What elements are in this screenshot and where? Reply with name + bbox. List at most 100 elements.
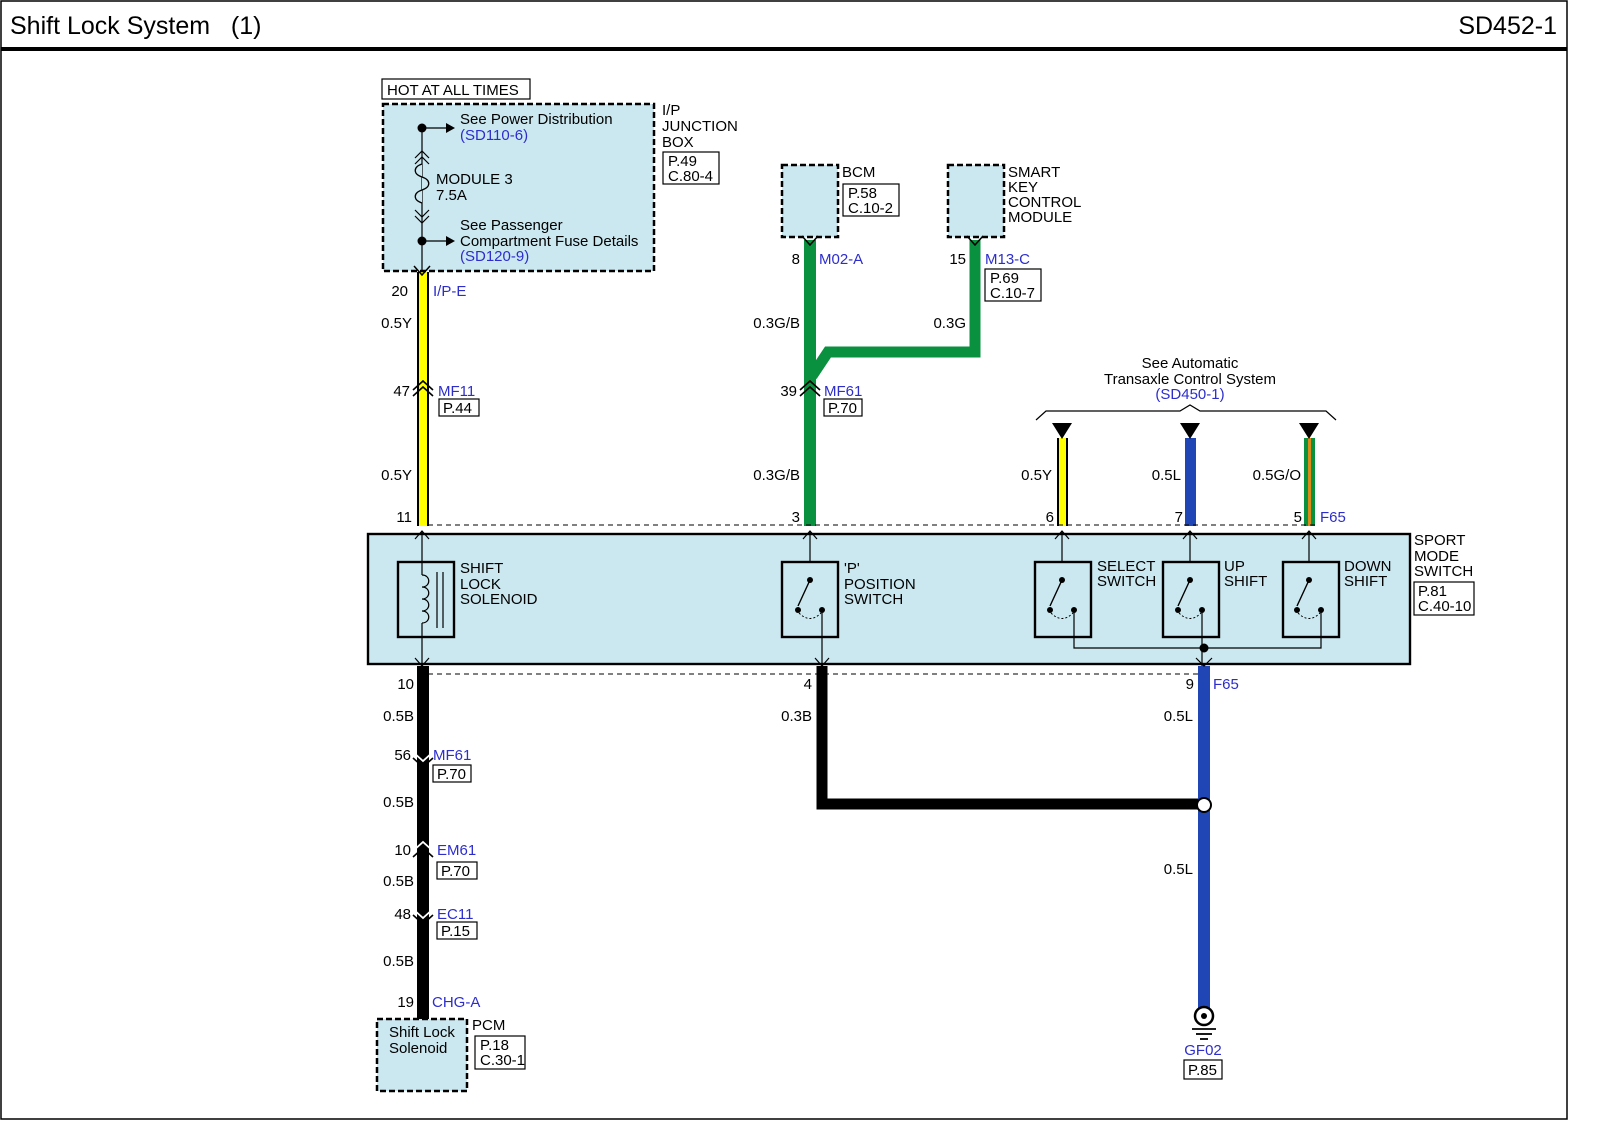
mf11-chevron-2 bbox=[412, 385, 434, 397]
bcm-page: P.58 bbox=[848, 185, 877, 202]
wire-switch-yellow bbox=[1059, 438, 1066, 526]
ground-page-box bbox=[1183, 1059, 1223, 1080]
pcm-inner-2: Solenoid bbox=[389, 1040, 447, 1057]
pcm-ref-box bbox=[474, 1035, 526, 1070]
down-shift-label-1: DOWN bbox=[1344, 558, 1392, 575]
sport-mode-switch-box bbox=[366, 532, 1412, 666]
m13c-ref-box bbox=[984, 268, 1042, 302]
wire-label-y1: 0.5Y bbox=[381, 315, 412, 332]
up-shift-switch-box bbox=[1161, 560, 1221, 639]
up-shift-label-1: UP bbox=[1224, 558, 1245, 575]
term-9-chevron bbox=[1195, 657, 1213, 667]
switch-common-node bbox=[1199, 643, 1209, 653]
pin-ec11: 48 bbox=[394, 906, 411, 923]
bcm-box bbox=[780, 163, 840, 239]
p-switch-bottom-chevron bbox=[814, 657, 830, 667]
down-shift-label-2: SHIFT bbox=[1344, 573, 1387, 590]
m13c-page: P.69 bbox=[990, 270, 1019, 287]
select-switch-blade bbox=[1049, 579, 1063, 607]
em61-page: P.70 bbox=[441, 863, 470, 880]
ec11-page-box bbox=[436, 921, 478, 940]
wire-label-sl: 0.5L bbox=[1152, 467, 1181, 484]
ec11-chevron-1 bbox=[412, 908, 434, 920]
down-shift-switch-box bbox=[1281, 560, 1341, 639]
bcm-connector-chevron bbox=[801, 235, 819, 247]
pin-chga: 19 bbox=[397, 994, 414, 1011]
wire-label-gb1: 0.3G/B bbox=[753, 315, 800, 332]
ip-junction-name-1: I/P bbox=[662, 102, 680, 119]
jb-chevron-3 bbox=[414, 209, 430, 218]
mf61-top-chevron-1 bbox=[799, 379, 821, 391]
conn-f65-bottom: F65 bbox=[1213, 676, 1239, 693]
atcs-arrow-green-icon bbox=[1299, 423, 1319, 439]
pin-m13c: 15 bbox=[949, 251, 966, 268]
wire-label-b3: 0.5B bbox=[383, 873, 414, 890]
atcs-ref-2: Transaxle Control System bbox=[1104, 371, 1276, 388]
sport-switch-name-3: SWITCH bbox=[1414, 563, 1473, 580]
pin-f65-top: 5 bbox=[1294, 509, 1302, 526]
bcm-conn: C.10-2 bbox=[848, 200, 893, 217]
wire-switch-orange bbox=[1308, 438, 1311, 526]
conn-em61: EM61 bbox=[437, 842, 476, 859]
pin-4: 4 bbox=[804, 676, 812, 693]
hot-label-box bbox=[381, 78, 531, 100]
pcm-conn: C.30-1 bbox=[480, 1052, 525, 1069]
mf61-top-page: P.70 bbox=[828, 400, 857, 417]
wire-label-y2: 0.5Y bbox=[381, 467, 412, 484]
atcs-arrow-yellow-icon bbox=[1052, 423, 1072, 439]
ip-junction-conn: C.80-4 bbox=[668, 168, 713, 185]
up-shift-blade bbox=[1177, 579, 1191, 607]
ip-junction-box bbox=[381, 102, 656, 273]
sport-switch-conn: C.40-10 bbox=[1418, 598, 1471, 615]
passenger-fuse-ref-1: See Passenger bbox=[460, 217, 563, 234]
p-switch-label-3: SWITCH bbox=[844, 591, 903, 608]
pin-6: 6 bbox=[1046, 509, 1054, 526]
p-switch-label-2: POSITION bbox=[844, 576, 916, 593]
bcm-name: BCM bbox=[842, 164, 875, 181]
page-frame bbox=[0, 0, 1568, 1120]
wire-label-b03: 0.3B bbox=[781, 708, 812, 725]
conn-chga: CHG-A bbox=[432, 994, 480, 1011]
pin-ipe: 20 bbox=[391, 283, 408, 300]
ip-junction-name-2: JUNCTION bbox=[662, 118, 738, 135]
p-switch-contact-left bbox=[795, 607, 801, 613]
jb-chevron-2 bbox=[414, 156, 430, 165]
shift-lock-solenoid-box bbox=[396, 560, 456, 639]
up-shift-label-2: SHIFT bbox=[1224, 573, 1267, 590]
skcm-connector-chevron bbox=[966, 235, 984, 247]
wire-black-p bbox=[816, 666, 1198, 810]
ip-junction-ref-box bbox=[662, 151, 720, 185]
header-rule bbox=[1, 47, 1567, 51]
jb-chevron-4 bbox=[414, 215, 430, 224]
select-switch-lead-bottom bbox=[1073, 610, 1204, 649]
pin-mf61-top: 39 bbox=[780, 383, 797, 400]
down-shift-contact-left bbox=[1294, 607, 1300, 613]
passenger-fuse-code: (SD120-9) bbox=[460, 248, 529, 265]
pin-m02a: 8 bbox=[792, 251, 800, 268]
ground-code: GF02 bbox=[1184, 1042, 1222, 1059]
fuse-icon bbox=[414, 163, 430, 204]
atcs-ref-code: (SD450-1) bbox=[1155, 386, 1224, 403]
mf61-top-chevron-2 bbox=[799, 385, 821, 397]
em61-page-box bbox=[436, 861, 478, 880]
atcs-arrow-blue-icon bbox=[1180, 423, 1200, 439]
ground-page: P.85 bbox=[1188, 1062, 1217, 1079]
skcm-name-4: MODULE bbox=[1008, 209, 1072, 226]
pin-f65-bottom: 9 bbox=[1186, 676, 1194, 693]
m13c-conn: C.10-7 bbox=[990, 285, 1035, 302]
conn-mf61-top: MF61 bbox=[824, 383, 862, 400]
mf11-page: P.44 bbox=[443, 400, 472, 417]
fuse-name: MODULE 3 bbox=[436, 171, 513, 188]
pcm-box bbox=[375, 1017, 469, 1093]
conn-mf11: MF11 bbox=[438, 383, 475, 400]
mf11-page-box bbox=[438, 398, 480, 417]
conn-ec11: EC11 bbox=[437, 906, 473, 923]
ip-junction-name-3: BOX bbox=[662, 134, 694, 151]
hot-label: HOT AT ALL TIMES bbox=[387, 82, 519, 99]
select-switch-arc bbox=[1050, 612, 1074, 619]
jb-chevron-1 bbox=[414, 150, 430, 159]
select-switch-label-1: SELECT bbox=[1097, 558, 1155, 575]
atcs-ref-1: See Automatic bbox=[1142, 355, 1239, 372]
wire-label-g: 0.3G bbox=[933, 315, 966, 332]
skcm-box bbox=[946, 163, 1006, 239]
